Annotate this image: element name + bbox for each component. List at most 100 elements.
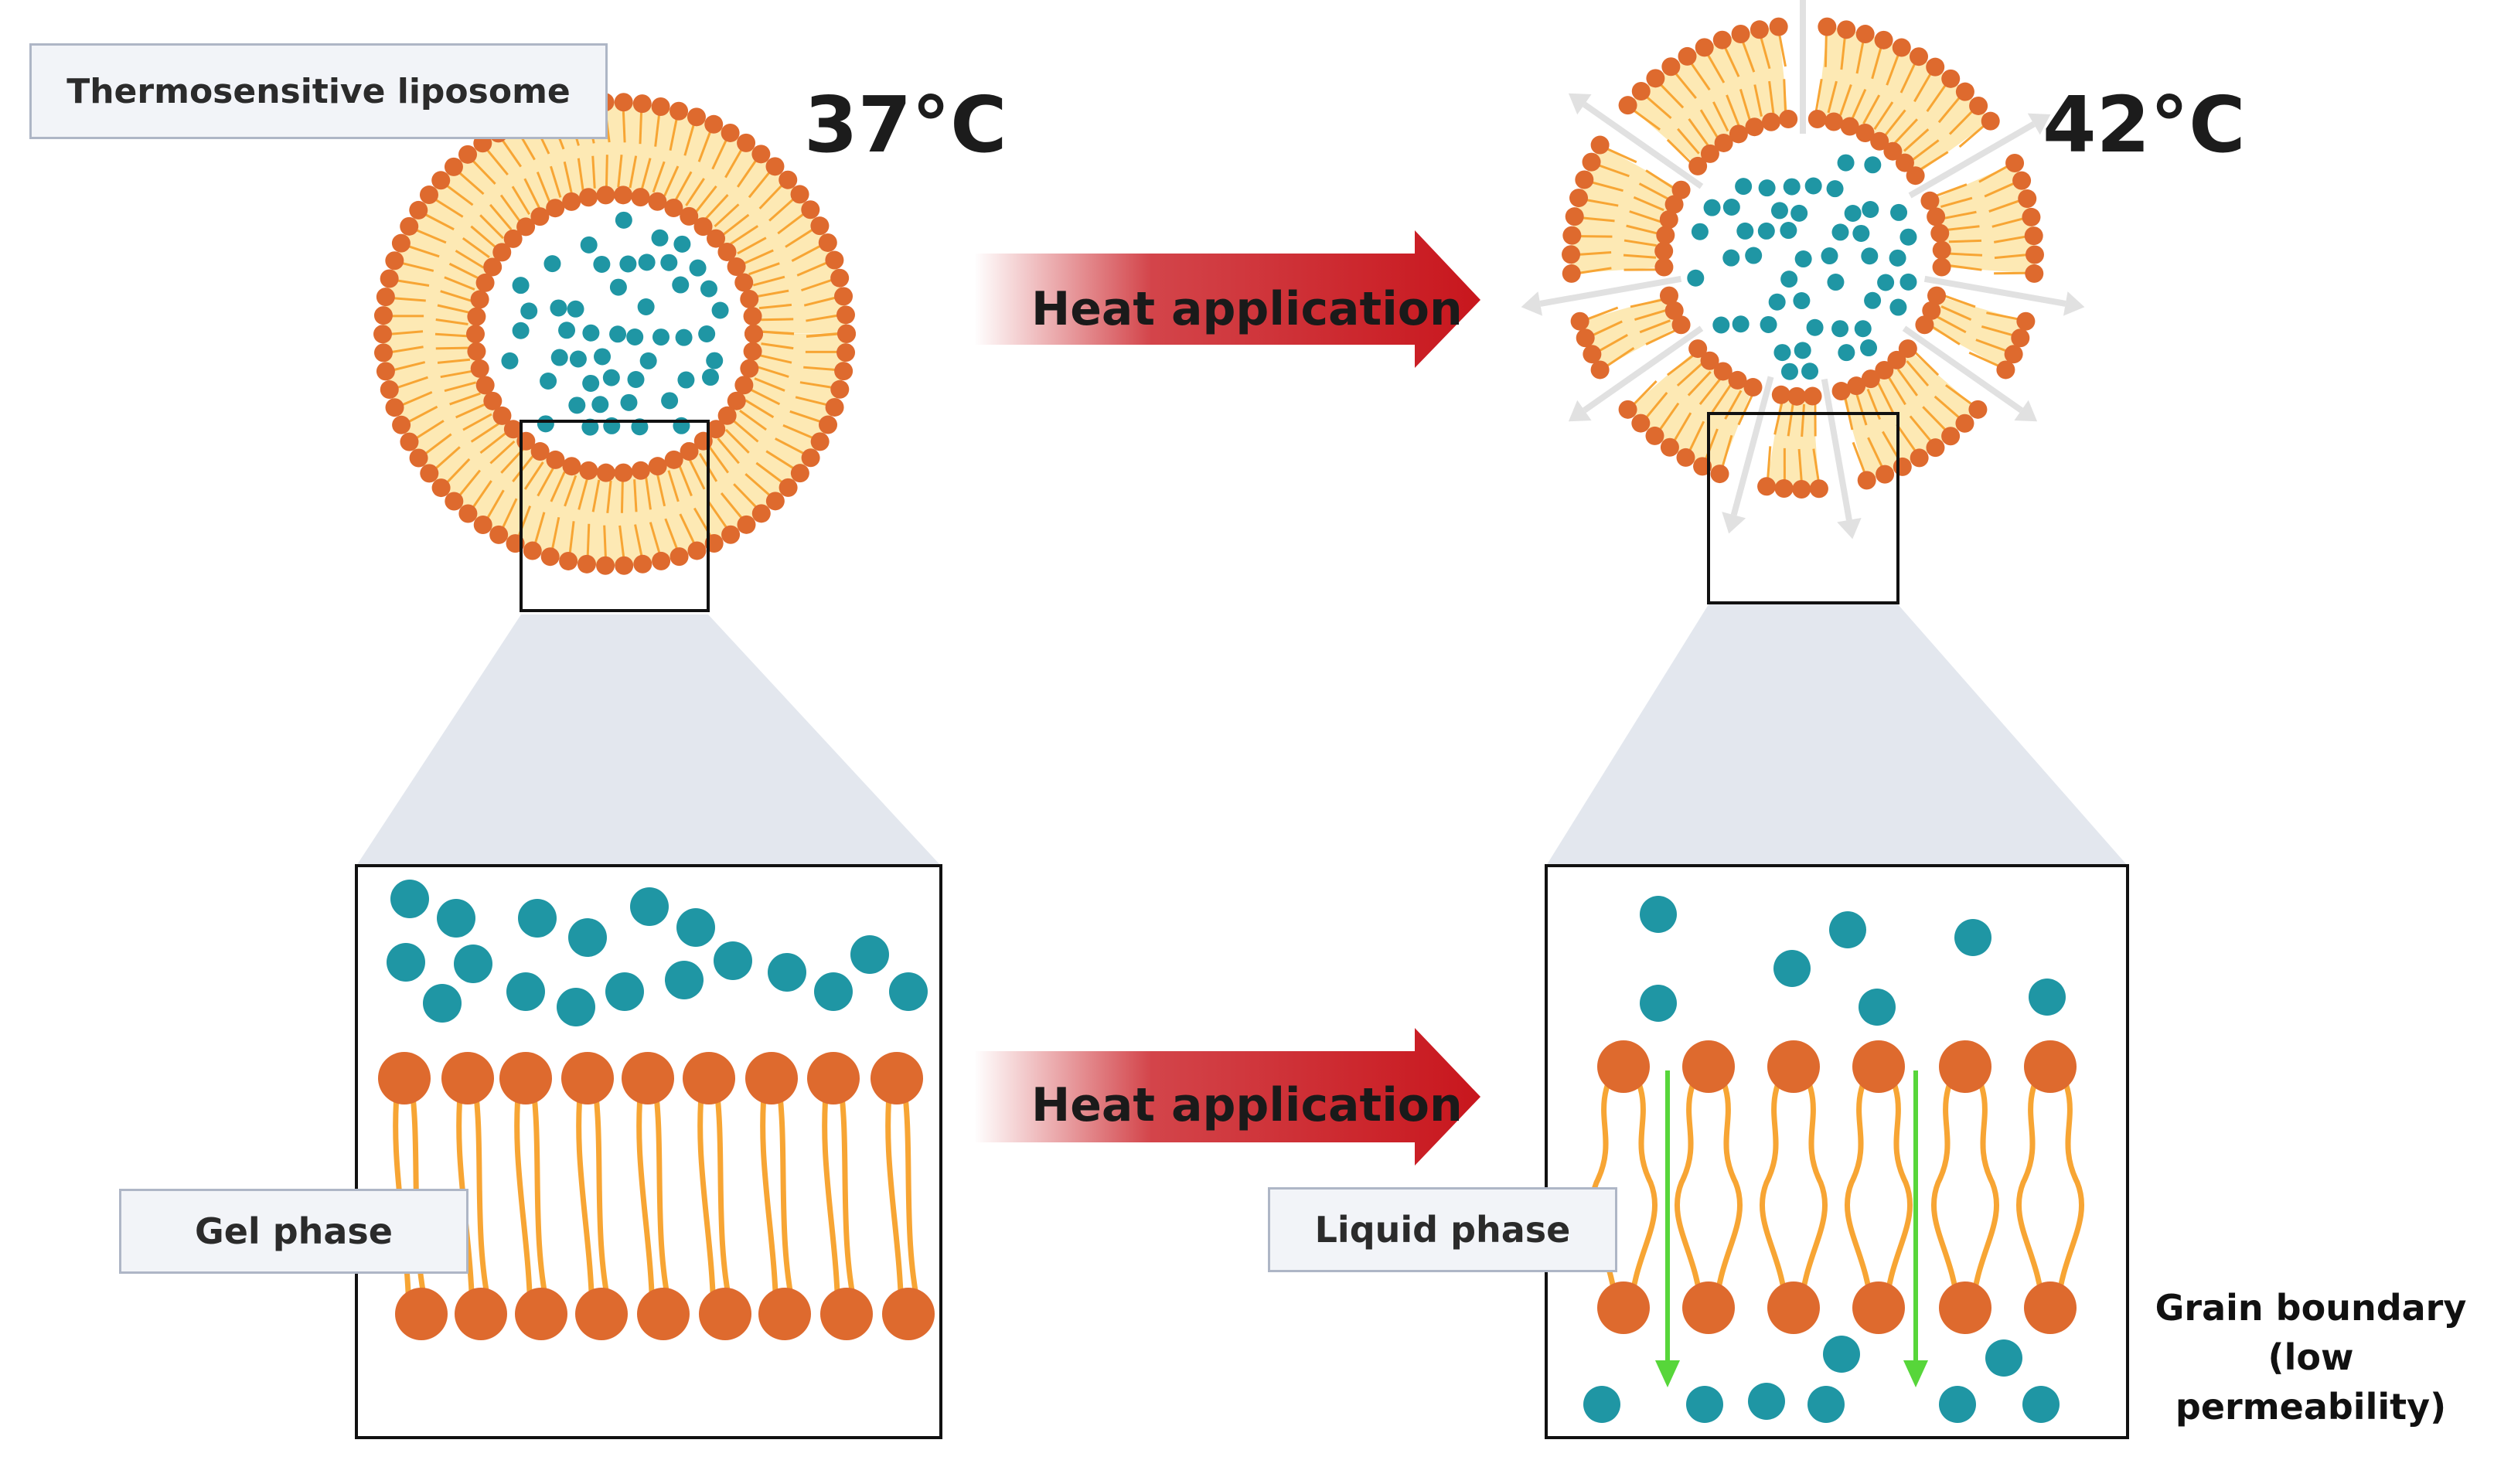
intact-lipid-head	[431, 171, 451, 190]
gel-lipid-tail	[576, 1077, 595, 1315]
opened-lipid-tail	[1674, 72, 1697, 100]
intact-lipid-head	[577, 554, 596, 574]
intact-lipid-head	[562, 457, 581, 476]
intact-lipid-head	[664, 450, 683, 469]
liquid-lipid-tail	[1970, 1065, 2000, 1307]
release-arrow-shaft	[1583, 325, 1704, 414]
opened-drug-particle	[1745, 247, 1763, 264]
intact-lipid-head	[615, 556, 634, 575]
opened-lipid-head	[1576, 328, 1595, 348]
intact-lipid-tail	[674, 171, 693, 201]
intact-lipid-head	[503, 420, 523, 439]
opened-lipid-tail	[1944, 294, 1976, 308]
intact-lipid-head	[431, 478, 451, 498]
opened-lipid-head	[1562, 245, 1581, 264]
opened-lipid-tail	[1630, 298, 1663, 308]
gel-drug-particle	[557, 988, 595, 1026]
opened-lipid-tail	[1867, 437, 1883, 468]
intact-lipid-tail	[656, 474, 666, 507]
intact-lipid-tail	[568, 521, 575, 554]
opened-lipid-tail	[1949, 252, 1983, 257]
intact-lipid-tail	[591, 155, 596, 189]
opened-lipid-tail	[1687, 370, 1712, 397]
opened-lipid-tail	[1877, 383, 1894, 414]
gel-lipid-head	[758, 1288, 811, 1340]
opened-lipid-head	[1575, 170, 1594, 189]
grain-boundary-arrow-head	[1903, 1360, 1928, 1387]
liquid-drug-particle	[1939, 1386, 1976, 1423]
opened-membrane-segment	[1571, 145, 1681, 274]
intact-lipid-head	[546, 450, 565, 469]
opened-lipid-tail	[1852, 441, 1866, 474]
intact-lipid-head	[810, 432, 830, 451]
gel-lipid-tail	[591, 1077, 614, 1315]
opened-lipid-tail	[1634, 309, 1667, 322]
opened-lipid-head	[1996, 360, 2015, 380]
opened-lipid-tail	[1931, 325, 1961, 345]
intact-lipid-head	[483, 391, 503, 410]
opened-lipid-head	[1898, 339, 1917, 359]
opened-lipid-head	[1932, 257, 1951, 277]
opened-lipid-tail	[1944, 384, 1973, 406]
opened-lipid-head	[1874, 30, 1893, 49]
gel-drug-particle	[423, 984, 462, 1023]
opened-lipid-head	[1582, 152, 1601, 172]
intact-lipid-head	[727, 257, 746, 277]
opened-lipid-tail	[1855, 393, 1868, 426]
intact-lipid-head	[458, 504, 478, 523]
intact-drug-particle	[537, 415, 554, 433]
gel-lipid-head	[820, 1288, 873, 1340]
intact-lipid-head	[830, 268, 850, 288]
opened-lipid-tail	[1783, 79, 1787, 112]
intact-lipid-head	[596, 463, 615, 482]
opened-drug-particle	[1760, 315, 1777, 333]
intact-drug-particle	[673, 235, 691, 253]
intact-lipid-tail	[445, 184, 474, 206]
opened-lipid-tail	[1737, 394, 1753, 426]
intact-lipid-tail	[501, 498, 518, 529]
opened-lipid-tail	[1582, 216, 1615, 223]
gel-lipid-tail	[760, 1077, 779, 1315]
intact-lipid-tail	[765, 450, 795, 470]
intact-lipid-tail	[501, 139, 522, 168]
opened-lipid-head	[1893, 457, 1912, 476]
intact-lipid-head	[687, 107, 706, 127]
opened-lipid-tail	[1855, 41, 1865, 74]
intact-lipid-head	[444, 157, 463, 176]
intact-lipid-tail	[796, 261, 828, 277]
intact-lipid-head	[790, 464, 809, 483]
intact-lipid-tail	[789, 410, 822, 424]
intact-lipid-head	[559, 551, 578, 570]
opened-drug-particle	[1732, 315, 1750, 333]
intact-lipid-tail	[803, 366, 836, 372]
gel-drug-particle	[814, 972, 853, 1011]
opened-drug-particle	[1783, 178, 1801, 196]
intact-lipid-tail	[678, 465, 693, 497]
opened-lipid-head	[1750, 20, 1769, 39]
gel-lipid-head	[882, 1288, 935, 1340]
intact-lipid-tail	[645, 477, 652, 510]
opened-lipid-head	[2016, 311, 2036, 331]
opened-drug-particle	[1889, 249, 1906, 267]
intact-membrane-segment	[382, 102, 847, 567]
opened-lipid-head	[1661, 57, 1681, 77]
intact-lipid-tail	[617, 155, 623, 188]
opened-lipid-head	[1700, 144, 1719, 163]
gel-lipid-tail	[712, 1077, 735, 1315]
opened-lipid-head	[1876, 465, 1895, 484]
intact-lipid-tail	[683, 124, 695, 156]
opened-lipid-tail	[1988, 199, 2021, 213]
opened-lipid-tail	[1721, 434, 1733, 468]
intact-lipid-tail	[732, 419, 759, 443]
intact-lipid-head	[737, 515, 756, 534]
opened-lipid-tail	[1690, 62, 1711, 91]
intact-drug-particle	[651, 229, 669, 247]
intact-lipid-head	[473, 515, 492, 534]
opened-lipid-head	[1712, 30, 1732, 49]
liquid-lipid-tail	[1798, 1065, 1828, 1307]
opened-lipid-tail	[1958, 124, 1985, 148]
opened-lipid-tail	[1949, 264, 1982, 271]
opened-drug-particle	[1773, 344, 1791, 362]
gel-lipid-tail	[636, 1077, 656, 1315]
opened-lipid-tail	[1645, 96, 1672, 120]
